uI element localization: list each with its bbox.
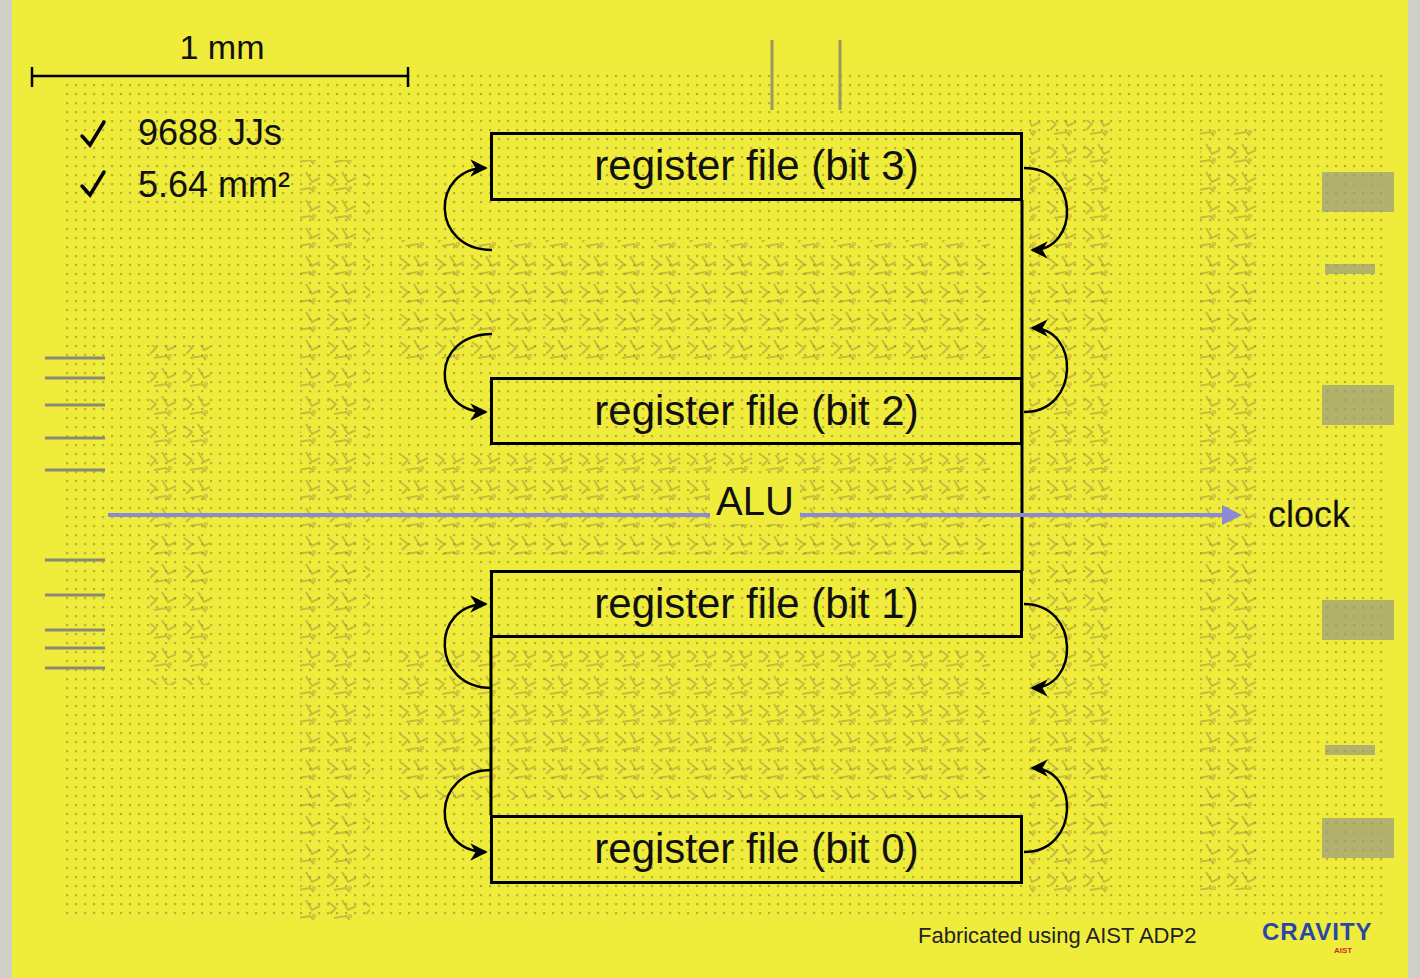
ground-grid (60, 70, 1385, 920)
box-title: register file (bit 0) (594, 826, 918, 872)
register-file-box: register file (bit 2) (490, 377, 1023, 445)
fab-note: Fabricated using AIST ADP2 (918, 923, 1196, 948)
signal-name: clock (1268, 494, 1350, 535)
scale-label: 1 mm (180, 28, 265, 67)
chip-edge (0, 0, 12, 978)
input-pins (45, 358, 105, 668)
data-bus (491, 200, 1022, 815)
stat-note: 9688 JJs (138, 112, 282, 153)
scale-bar (32, 67, 408, 87)
box-title: register file (bit 1) (594, 581, 918, 627)
circuit-blocks (150, 120, 1260, 920)
register-file-box: register file (bit 3) (490, 132, 1023, 201)
box-title: register file (bit 2) (594, 388, 918, 434)
logo-text: CRAVITY (1262, 918, 1373, 946)
block-label: ALU (710, 478, 800, 524)
register-file-box: register file (bit 0) (490, 815, 1023, 884)
stat-note: 5.64 mm² (138, 164, 290, 205)
box-title: register file (bit 3) (594, 143, 918, 189)
register-file-box: register file (bit 1) (490, 570, 1023, 638)
probe-lines (772, 40, 840, 110)
chip-edge (1408, 0, 1420, 978)
logo-subtext: AIST (1334, 946, 1352, 955)
check-mark (82, 122, 104, 195)
clock-line (108, 513, 1238, 517)
feedback-arrow (445, 168, 1067, 852)
